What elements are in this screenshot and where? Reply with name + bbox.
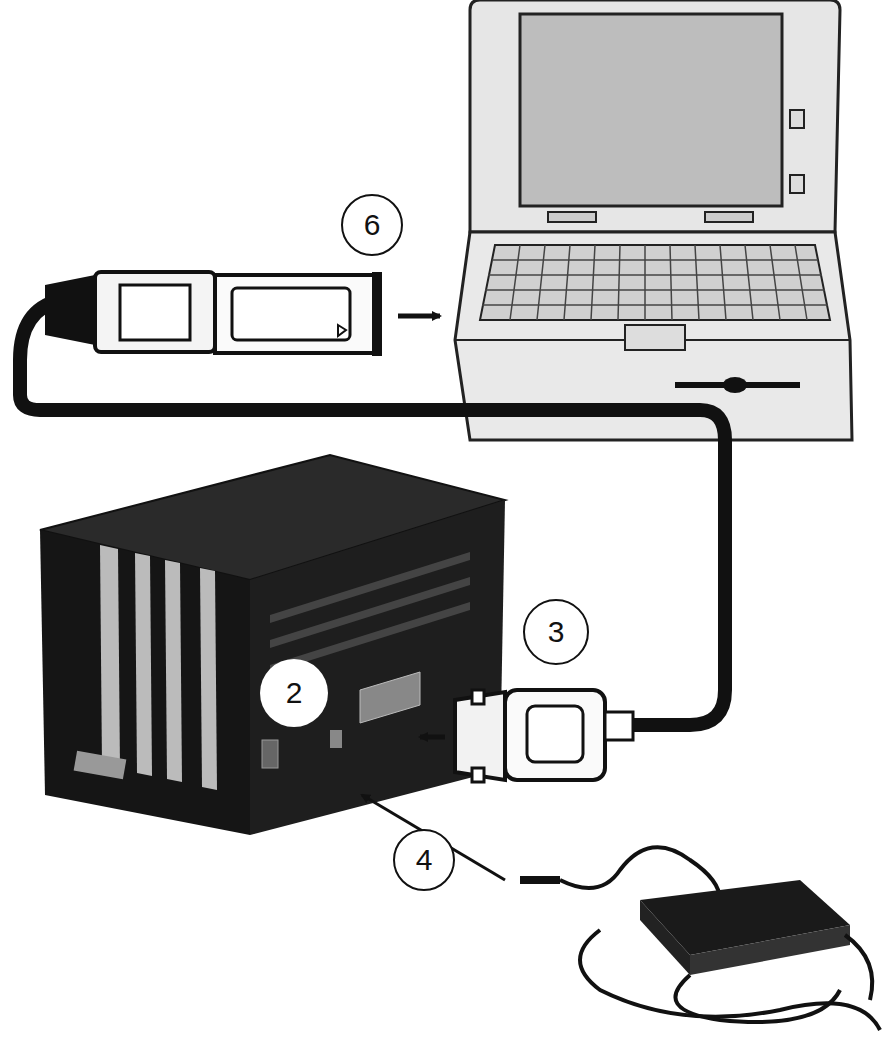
power-adapter [520, 847, 880, 1030]
callout-number: 6 [364, 210, 381, 240]
callout-number: 3 [548, 617, 565, 647]
callout-circles [260, 195, 588, 890]
callout-number: 2 [286, 678, 303, 708]
pc-card [45, 272, 382, 356]
laptop [455, 0, 852, 440]
callout-number: 4 [416, 845, 433, 875]
expansion-chassis [40, 455, 505, 835]
db-connector [455, 690, 633, 782]
